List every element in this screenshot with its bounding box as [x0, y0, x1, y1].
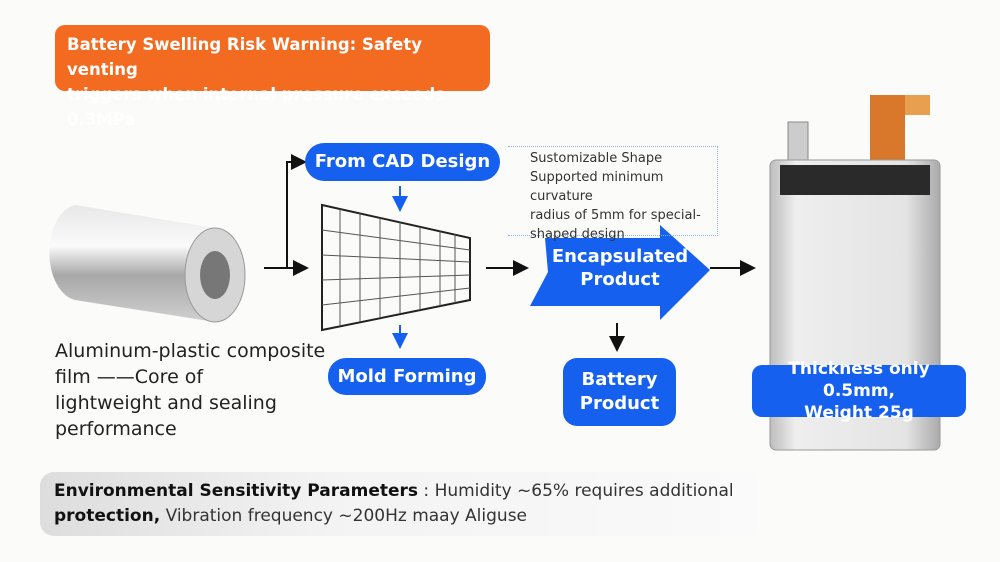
encap-line: Encapsulated	[551, 246, 689, 267]
spec-label: Thickness only 0.5mm, Weight 25g	[752, 359, 966, 423]
encapsulated-product-label: Encapsulated Product	[545, 245, 695, 291]
custom-shape-note: Sustomizable Shape Supported minimum cur…	[508, 146, 718, 242]
mold-grid	[321, 203, 471, 332]
material-line: lightweight and sealing	[55, 392, 277, 414]
encap-line: Product	[580, 269, 660, 290]
material-line: performance	[55, 418, 177, 440]
foil-roll-image	[49, 205, 246, 323]
warning-banner: Battery Swelling Risk Warning: Safety ve…	[55, 25, 490, 129]
warning-line-2: triggers when internal pressure exceeds …	[67, 85, 445, 129]
battery-line: Battery	[581, 369, 658, 390]
cad-design-step: From CAD Design	[305, 143, 500, 181]
warning-line-1: Battery Swelling Risk Warning: Safety ve…	[67, 35, 423, 79]
environment-parameters: Environmental Sensitivity Parameters : H…	[40, 472, 758, 536]
material-line: Aluminum-plastic composite	[55, 340, 326, 362]
spec-line: Thickness only 0.5mm,	[788, 359, 930, 401]
material-line: film ——Core of	[55, 366, 204, 388]
battery-line: Product	[579, 393, 660, 414]
material-description: Aluminum-plastic composite film ——Core o…	[55, 338, 340, 442]
env-text: Vibration frequency ~200Hz maay Aliguse	[160, 506, 528, 526]
mold-forming-step: Mold Forming	[328, 358, 486, 395]
env-text: : Humidity ~65% requires additional	[418, 481, 734, 501]
note-line: shaped design	[530, 227, 625, 242]
note-line: Supported minimum curvature	[530, 170, 664, 204]
encapsulated-arrow-shape	[530, 225, 710, 320]
env-heading: protection,	[54, 506, 161, 526]
battery-product-step: Battery Product	[563, 358, 676, 426]
env-heading: Environmental Sensitivity Parameters	[54, 481, 419, 501]
note-line: radius of 5mm for special-	[530, 208, 701, 223]
note-title: Sustomizable Shape	[530, 151, 663, 166]
spec-line: Weight 25g	[804, 403, 914, 423]
